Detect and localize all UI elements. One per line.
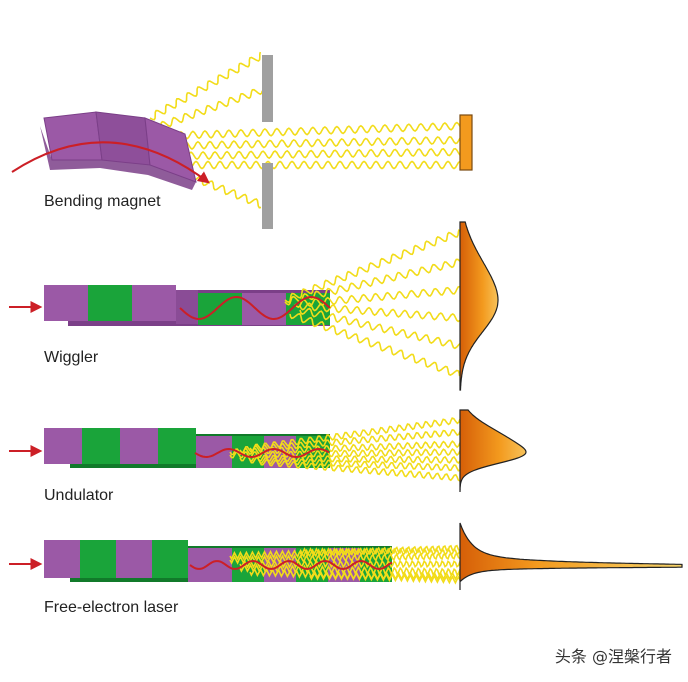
bending-magnet-wave bbox=[149, 51, 262, 121]
undulator-wave bbox=[249, 417, 461, 452]
undulator-wave bbox=[249, 456, 461, 472]
bending-magnet-wave bbox=[169, 147, 461, 161]
bending-magnet-detector bbox=[459, 114, 473, 171]
undulator-wave bbox=[229, 447, 461, 459]
bending-magnet-label: Bending magnet bbox=[44, 193, 161, 210]
fel-wave bbox=[299, 547, 461, 557]
bending-magnet-wave bbox=[174, 160, 461, 170]
fel-section: Free-electron laser bbox=[9, 522, 683, 616]
bending-magnet-wave bbox=[154, 88, 264, 132]
wiggler-magnets bbox=[44, 285, 330, 326]
undulator-wave bbox=[239, 428, 461, 454]
bending-magnet-wave bbox=[164, 135, 461, 151]
wiggler-wave bbox=[299, 302, 461, 323]
undulator-label: Undulator bbox=[44, 487, 114, 504]
fel-label: Free-electron laser bbox=[44, 599, 179, 616]
bending-magnet-waves bbox=[149, 51, 461, 209]
wiggler-wave bbox=[284, 229, 460, 304]
wiggler-wave bbox=[284, 258, 461, 306]
undulator-waves bbox=[229, 417, 461, 482]
wiggler-spectrum bbox=[459, 221, 499, 391]
slit-bottom bbox=[262, 163, 273, 229]
wiggler-waves bbox=[284, 229, 462, 377]
watermark: 头条 @涅槃行者 bbox=[555, 647, 672, 666]
fel-spectrum bbox=[459, 522, 683, 590]
slit-top bbox=[262, 55, 273, 122]
fel-wave bbox=[229, 544, 461, 561]
bending-magnet-wave bbox=[159, 121, 461, 141]
wiggler-wave bbox=[289, 312, 461, 377]
wiggler-section: Wiggler bbox=[9, 221, 499, 391]
bending-magnet-arc bbox=[40, 111, 197, 190]
undulator-section: Undulator bbox=[9, 409, 527, 504]
undulator-electron-path bbox=[194, 447, 330, 459]
wiggler-electron-path bbox=[179, 295, 331, 321]
undulator-wave bbox=[229, 440, 461, 456]
fel-wave bbox=[239, 563, 461, 576]
bending-magnet-electron-path bbox=[11, 141, 210, 184]
undulator-wave bbox=[259, 459, 461, 482]
wiggler-wave bbox=[299, 307, 462, 350]
fel-wave bbox=[309, 571, 461, 581]
fel-electron-path bbox=[189, 560, 393, 570]
undulator-spectrum bbox=[459, 409, 527, 492]
wiggler-label: Wiggler bbox=[44, 349, 99, 366]
bending-magnet-section: Bending magnet bbox=[11, 51, 473, 229]
